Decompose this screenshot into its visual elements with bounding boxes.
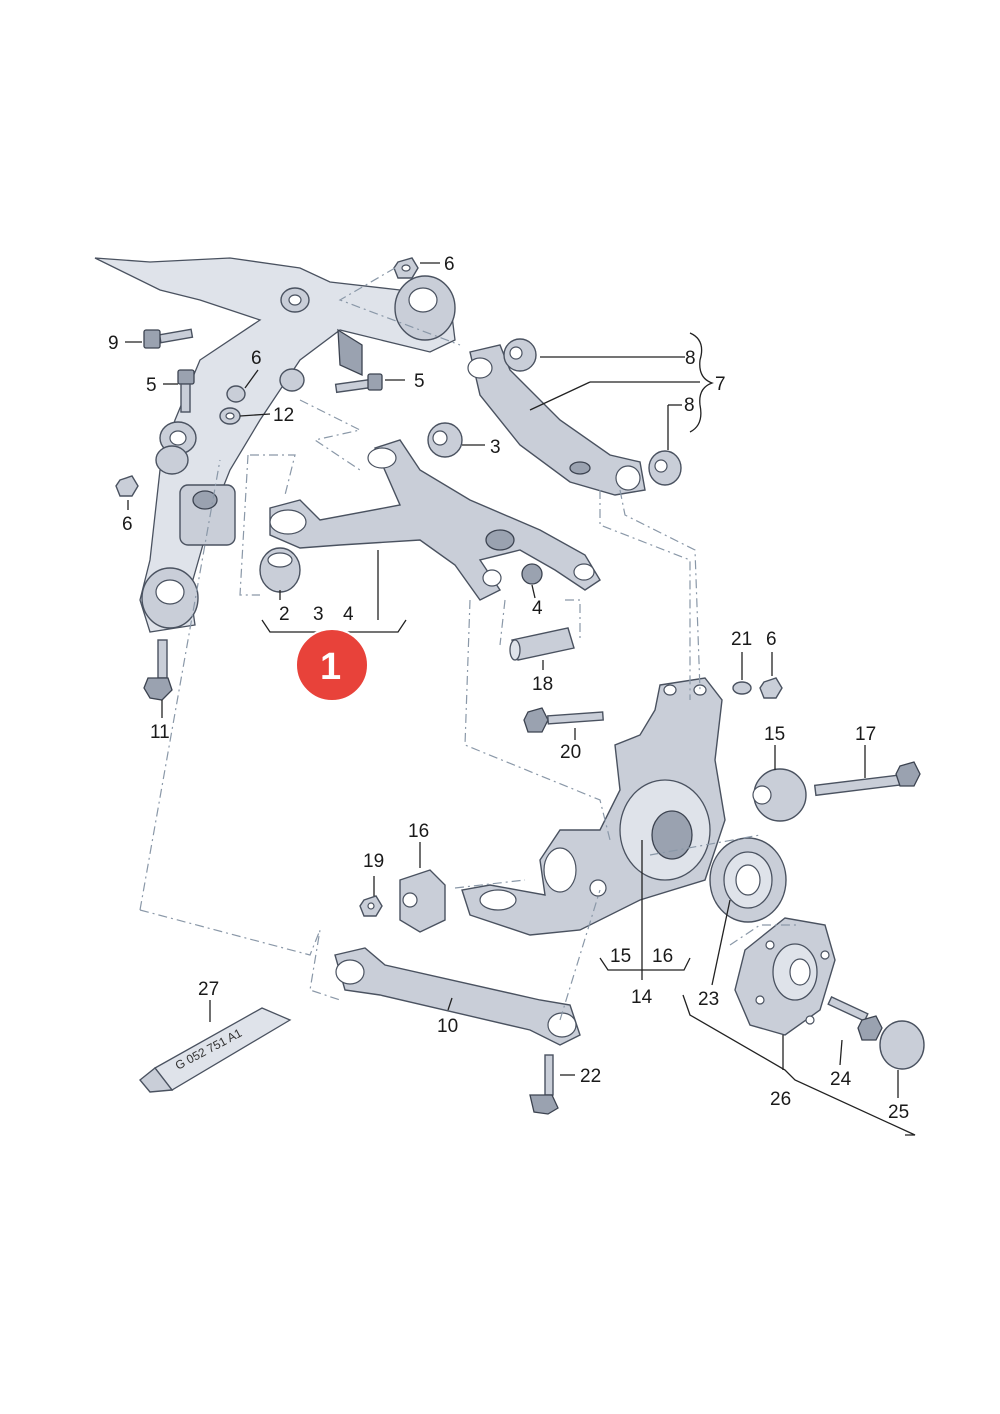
sleeve-18 (509, 627, 575, 661)
bolt-22 (529, 1054, 559, 1115)
callout-9: 9 (108, 333, 119, 354)
bolt-11 (143, 639, 173, 701)
callout-16-bushing: 16 (408, 821, 429, 842)
callout-6-left: 6 (251, 348, 262, 369)
callout-4-group: 4 (343, 604, 354, 625)
bolt-20 (523, 707, 604, 733)
callout-11: 11 (150, 722, 170, 743)
bolt-24 (827, 995, 883, 1041)
washer-6-left (226, 385, 246, 403)
nut-6-top (393, 257, 419, 279)
callout-14: 14 (631, 987, 653, 1008)
callout-6-lower-left: 6 (122, 514, 133, 535)
bushing-2 (259, 547, 301, 593)
cap-25 (879, 1020, 925, 1070)
callout-7: 7 (715, 374, 726, 395)
callout-21: 21 (731, 629, 752, 650)
callout-25: 25 (888, 1102, 909, 1123)
callout-17: 17 (855, 724, 876, 745)
badge-label: 1 (320, 646, 341, 688)
callout-19: 19 (363, 851, 384, 872)
leader-lines (125, 262, 916, 1136)
subframe (94, 257, 456, 633)
nut-6-right (759, 677, 783, 699)
callout-15-bushing: 15 (764, 724, 785, 745)
badge-circle (295, 628, 369, 702)
bushing-16 (399, 869, 446, 933)
callout-22: 22 (580, 1066, 601, 1087)
callout-6-top: 6 (444, 254, 455, 275)
callout-24: 24 (830, 1069, 852, 1090)
washer-21 (732, 681, 752, 695)
bolt-5-left (177, 369, 195, 413)
nut-6-lower-left (115, 475, 139, 497)
wishbone-arm (269, 439, 601, 601)
callout-18: 18 (532, 674, 553, 695)
upper-link-7 (467, 344, 646, 496)
callout-2: 2 (279, 604, 290, 625)
callout-3-bushing: 3 (490, 437, 501, 458)
item-number-badge: 1 (295, 628, 369, 702)
plug-4 (521, 563, 543, 585)
callout-12: 12 (273, 405, 294, 426)
callout-4-plug: 4 (532, 598, 543, 619)
bushing-8-top (503, 338, 537, 372)
callout-6-right: 6 (766, 629, 777, 650)
callout-20: 20 (560, 742, 581, 763)
callout-3-group: 3 (313, 604, 324, 625)
callout-26: 26 (770, 1089, 791, 1110)
callout-27: 27 (198, 979, 219, 1000)
track-link-10 (334, 947, 581, 1046)
bushing-15 (752, 768, 807, 822)
callout-16-group: 16 (652, 946, 673, 967)
bushing-8-bottom (648, 450, 682, 486)
washer-12 (219, 407, 241, 425)
bearing-23 (709, 837, 787, 923)
bolt-17 (813, 761, 921, 797)
wheel-hub-26 (734, 917, 836, 1036)
callout-numbers: 6 9 6 5 5 12 6 8 7 8 3 2 3 4 4 11 18 21 … (108, 254, 909, 1123)
nut-19 (359, 895, 383, 917)
callout-23: 23 (698, 989, 719, 1010)
callout-15-group: 15 (610, 946, 631, 967)
sealant-tube-27: G 052 751 A1 (139, 1007, 292, 1093)
callout-5-left: 5 (146, 375, 157, 396)
bolt-9 (143, 328, 194, 349)
callout-8-top: 8 (685, 348, 696, 369)
bushing-3 (427, 422, 463, 458)
callout-10: 10 (437, 1016, 458, 1037)
bolt-5-right (334, 373, 383, 394)
callout-5-right: 5 (414, 371, 425, 392)
callout-8-bottom: 8 (684, 395, 695, 416)
assembly-lines (139, 267, 800, 1021)
